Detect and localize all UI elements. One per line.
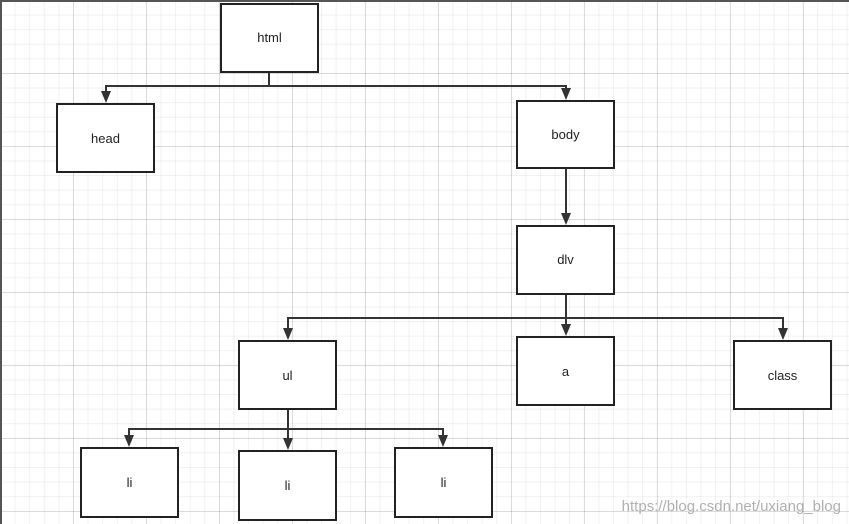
node-class-label: class [768,368,798,383]
node-class: class [733,340,832,410]
edge-ul-li-3 [288,428,444,440]
node-div: dlv [516,225,615,295]
arrow-li-2 [283,438,293,450]
top-border [0,0,849,2]
node-a-label: a [562,364,570,379]
node-li-1-label: li [127,475,133,490]
arrow-li-1 [124,435,134,447]
arrow-body [561,88,571,100]
edge-html-head [105,72,270,96]
edge-ul-li-1 [128,409,289,440]
arrow-head [101,91,111,103]
edge-div-ul [287,294,567,332]
arrow-ul [283,328,293,340]
edge-html-body [269,85,567,93]
node-head-label: head [91,131,120,146]
node-li-2: li [238,450,337,521]
edge-div-class [566,317,784,332]
node-head: head [56,103,155,173]
node-html: html [220,3,319,73]
node-li-3: li [394,447,493,518]
node-html-label: html [257,30,282,45]
node-ul-label: ul [282,368,292,383]
arrow-li-3 [438,435,448,447]
edges [105,72,784,443]
node-div-label: dlv [557,252,574,267]
watermark: https://blog.csdn.net/uxiang_blog [621,498,841,515]
arrow-div [561,213,571,225]
node-li-3-label: li [441,475,447,490]
arrow-class [778,328,788,340]
node-body: body [516,100,615,169]
node-ul: ul [238,340,337,410]
left-border [0,0,2,524]
node-body-label: body [551,127,580,142]
arrow-a [561,324,571,336]
arrowheads [101,88,788,450]
node-li-1: li [80,447,179,518]
node-a: a [516,336,615,406]
node-li-2-label: li [285,478,291,493]
